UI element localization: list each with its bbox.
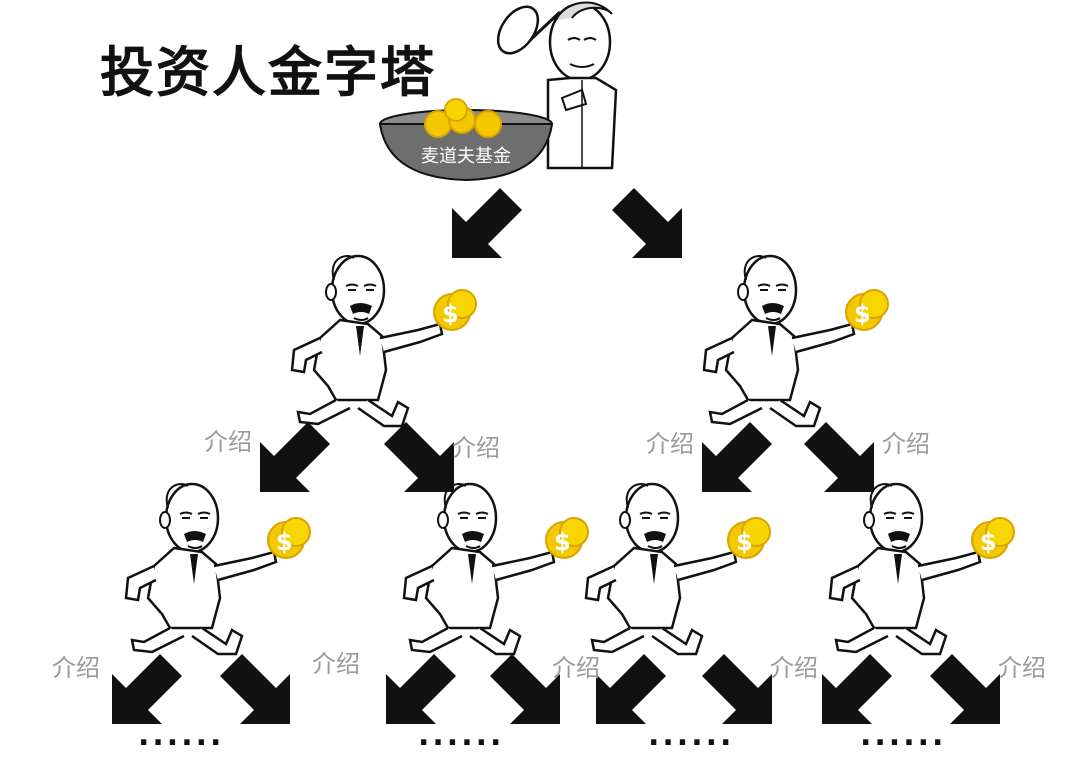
referral-label: 介绍 [770,654,818,682]
investor-level2-2 [402,482,590,656]
arrow-l1-left-b [384,422,454,492]
arrow-l2-c [386,654,456,724]
referral-label: 介绍 [204,428,252,456]
arrow-l1-right-a [702,422,772,492]
arrow-l2-f [702,654,772,724]
referral-label: 介绍 [646,430,694,458]
referral-label: 介绍 [452,434,500,462]
investor-level2-3 [584,482,772,656]
fund-bowl [378,98,554,182]
continuation-dots: ...... [648,718,735,753]
investor-level2-4 [828,482,1016,656]
fund-label: 麦道夫基金 [421,146,511,167]
arrow-l2-a [112,654,182,724]
arrow-l2-d [490,654,560,724]
continuation-dots: ...... [418,718,505,753]
referral-label: 介绍 [882,430,930,458]
investor-level2-1 [124,482,312,656]
referral-label: 介绍 [998,654,1046,682]
arrow-l2-g [822,654,892,724]
arrow-l2-b [220,654,290,724]
arrow-l1-left-a [260,422,330,492]
arrow-l1-right-b [804,422,874,492]
investor-level1-left [290,254,478,428]
continuation-dots: ...... [138,718,225,753]
investor-level1-right [702,254,890,428]
continuation-dots: ...... [860,718,947,753]
page-title: 投资人金字塔 [100,41,436,104]
madoff-figure [496,1,618,170]
arrow-l2-e [596,654,666,724]
referral-label: 介绍 [552,654,600,682]
referral-label: 介绍 [312,650,360,678]
arrow-top-left [452,188,522,258]
referral-label: 介绍 [52,654,100,682]
arrow-l2-h [930,654,1000,724]
arrow-top-right [612,188,682,258]
